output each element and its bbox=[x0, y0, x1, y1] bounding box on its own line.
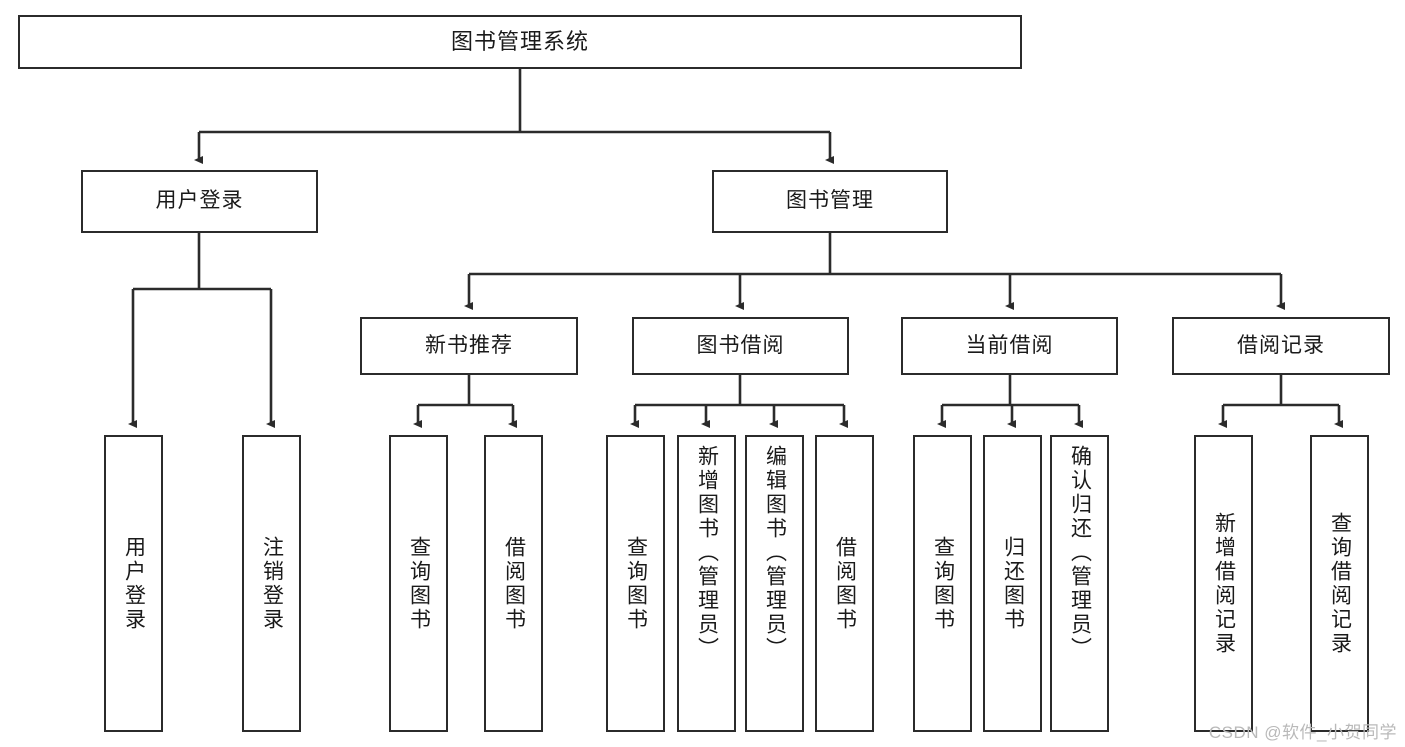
node-label: 用户登录 bbox=[155, 189, 244, 213]
leaf-current-borrow-query-book[interactable]: 查询图书 bbox=[913, 435, 972, 732]
node-label: 查询借阅记录 bbox=[1328, 511, 1352, 656]
leaf-current-borrow-return-book[interactable]: 归还图书 bbox=[983, 435, 1042, 732]
node-root-book-management-system[interactable]: 图书管理系统 bbox=[18, 15, 1022, 69]
node-label: 编辑图书（管理员） bbox=[763, 445, 787, 661]
node-label: 新增图书（管理员） bbox=[695, 445, 719, 661]
node-label: 查询图书 bbox=[931, 535, 955, 632]
leaf-borrow-record-query-record[interactable]: 查询借阅记录 bbox=[1310, 435, 1369, 732]
leaf-user-login-logout[interactable]: 注销登录 bbox=[242, 435, 301, 732]
node-label: 当前借阅 bbox=[965, 333, 1054, 357]
node-label: 查询图书 bbox=[624, 535, 648, 632]
node-borrow-record[interactable]: 借阅记录 bbox=[1172, 317, 1390, 375]
node-user-login[interactable]: 用户登录 bbox=[81, 170, 318, 233]
node-label: 查询图书 bbox=[407, 535, 431, 632]
node-label: 图书管理系统 bbox=[450, 29, 589, 55]
leaf-book-borrow-add-book-admin[interactable]: 新增图书（管理员） bbox=[677, 435, 736, 732]
node-label: 用户登录 bbox=[122, 535, 146, 632]
leaf-user-login-login[interactable]: 用户登录 bbox=[104, 435, 163, 732]
node-book-borrow[interactable]: 图书借阅 bbox=[632, 317, 849, 375]
csdn-watermark: CSDN @软件_小贺同学 bbox=[1208, 723, 1397, 742]
node-label: 新书推荐 bbox=[425, 333, 513, 357]
node-label: 图书借阅 bbox=[696, 333, 785, 357]
node-book-management[interactable]: 图书管理 bbox=[712, 170, 948, 233]
node-label: 新增借阅记录 bbox=[1212, 511, 1236, 656]
node-new-book-recommend[interactable]: 新书推荐 bbox=[360, 317, 578, 375]
node-label: 借阅图书 bbox=[833, 535, 857, 632]
node-label: 借阅记录 bbox=[1237, 333, 1325, 357]
leaf-borrow-record-add-record[interactable]: 新增借阅记录 bbox=[1194, 435, 1253, 732]
node-label: 注销登录 bbox=[260, 535, 284, 632]
leaf-new-book-query-book[interactable]: 查询图书 bbox=[389, 435, 448, 732]
node-label: 借阅图书 bbox=[502, 535, 526, 632]
leaf-new-book-borrow-book[interactable]: 借阅图书 bbox=[484, 435, 543, 732]
node-label: 图书管理 bbox=[786, 189, 874, 213]
node-current-borrow[interactable]: 当前借阅 bbox=[901, 317, 1118, 375]
leaf-book-borrow-edit-book-admin[interactable]: 编辑图书（管理员） bbox=[745, 435, 804, 732]
leaf-current-borrow-confirm-return-admin[interactable]: 确认归还（管理员） bbox=[1050, 435, 1109, 732]
leaf-book-borrow-query-book[interactable]: 查询图书 bbox=[606, 435, 665, 732]
node-label: 归还图书 bbox=[1001, 535, 1025, 632]
node-label: 确认归还（管理员） bbox=[1068, 445, 1092, 661]
leaf-book-borrow-borrow-book[interactable]: 借阅图书 bbox=[815, 435, 874, 732]
